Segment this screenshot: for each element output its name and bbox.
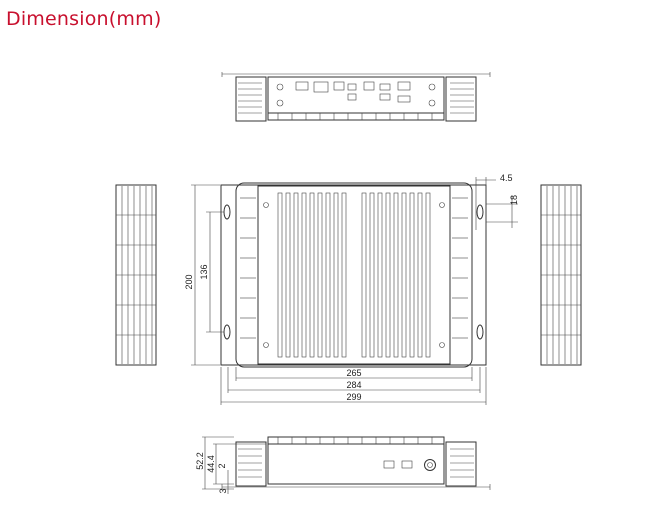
dim-ear-offset: 4.5: [500, 173, 513, 183]
rear-io-ports: [276, 81, 436, 107]
front-right-fins: [445, 441, 477, 487]
dim-side-total: 52.2: [195, 452, 205, 470]
usb-port-icon: [383, 460, 395, 469]
rear-right-fins: [445, 76, 477, 122]
front-left-fins: [235, 441, 267, 487]
front-panel: [267, 443, 445, 485]
chassis-outline: [235, 182, 473, 368]
keyhole-slot-icon: [223, 204, 484, 340]
dim-height-mount: 136: [199, 264, 209, 279]
dim-width-overall: 299: [346, 392, 361, 402]
right-side-view: [540, 184, 582, 366]
screw-icon: [263, 202, 269, 208]
top-left-fins: [240, 197, 256, 339]
dim-ear-slot: 18: [509, 195, 519, 205]
dim-side-small: 2: [217, 463, 227, 468]
power-button-icon: [424, 459, 436, 471]
top-view: [220, 182, 487, 368]
front-view: [221, 436, 491, 490]
mounting-plate: [220, 184, 487, 366]
dim-width-inner: 265: [346, 368, 361, 378]
dimension-labels: 200 136 265 284 299 4.5 18: [184, 173, 519, 402]
top-right-fins: [452, 197, 468, 339]
rear-view: [221, 72, 491, 122]
heatsink-fins-right: [361, 192, 431, 358]
heatsink-fins-left: [277, 192, 347, 358]
screw-icon: [439, 202, 445, 208]
heatsink-area: [257, 185, 451, 365]
left-side-view: [115, 184, 157, 366]
front-dimension-labels: 52.2 44.4 2 3: [195, 452, 228, 493]
front-dimension-lines: [202, 436, 266, 494]
dim-side-body: 44.4: [206, 455, 216, 473]
dim-height-overall: 200: [184, 274, 194, 289]
dimension-lines: [191, 177, 518, 405]
screw-icon: [263, 342, 269, 348]
dim-width-mid: 284: [346, 380, 361, 390]
dim-side-base: 3: [218, 488, 228, 493]
page-title: Dimension(mm): [6, 8, 162, 30]
screw-icon: [439, 342, 445, 348]
usb-port-icon: [401, 460, 413, 469]
rear-left-fins: [235, 76, 267, 122]
